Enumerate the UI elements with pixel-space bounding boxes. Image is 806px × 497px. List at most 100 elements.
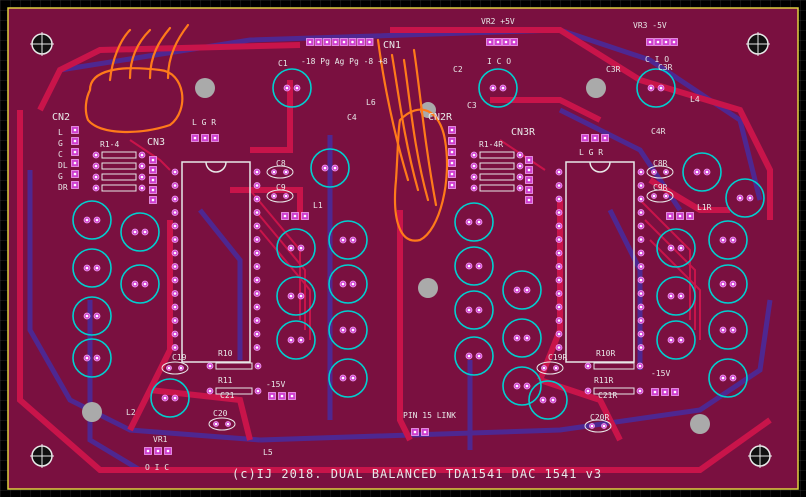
board-credit-text: (c)IJ 2018. DUAL BALANCED TDA1541 DAC 15… [232,467,602,481]
pad-hole [673,390,677,394]
mounting-holes [30,32,772,468]
label-l1: L1 [313,201,323,210]
label-c21: C21 [220,391,235,400]
pad-hole [450,139,454,143]
pad-hole [290,394,294,398]
mounting-hole-top-left [30,32,54,56]
pad-hole [94,164,98,168]
pad-hole [283,214,287,218]
pad-hole [151,158,155,162]
pad-hole [308,40,312,44]
pad-hole [173,170,177,174]
pad-hole [639,211,643,214]
pad-hole [151,188,155,192]
pad-hole [450,128,454,132]
pad-hole [143,282,147,286]
pad-hole [256,389,260,393]
pad-hole [639,224,643,228]
label-c9r: C9R [653,183,668,192]
cn2-pin-label: C [58,150,63,159]
cn2-pin-label: DL [58,161,68,170]
resistor-body [479,162,515,170]
pad-hole [557,346,561,349]
pad-hole [525,384,529,388]
capacitor-outline [120,212,160,252]
pad-hole [95,314,99,318]
pad-hole [491,86,495,90]
capacitor-outline [656,320,696,360]
pad-hole [293,214,297,218]
capacitor-outline [310,148,350,188]
pad-hole [721,282,725,286]
pad-hole [450,172,454,176]
pad-hole [280,394,284,398]
pad-hole [146,449,150,453]
pad-hole [525,336,529,340]
pad-hole [467,308,471,312]
capacitor-outline [272,68,312,108]
pad-hole [323,166,327,170]
pad-hole [477,354,481,358]
pad-hole [255,278,259,282]
label-r1-4: R1-4 [100,140,119,149]
pad-hole [226,422,230,426]
pad-hole [299,246,303,250]
capacitor-outline [276,228,316,268]
pad-hole [472,164,476,168]
label-c21r: C21R [598,391,617,400]
pad-hole [527,198,531,202]
pad-hole [586,389,590,393]
pad-hole [664,194,668,198]
pad-hole [583,136,587,140]
pad-hole [557,211,561,214]
pad-hole [151,168,155,172]
pad-hole [351,40,354,44]
pad-hole [649,86,653,90]
pad-hole [450,150,454,154]
label-cn3: CN3 [147,137,165,148]
resistor-body [479,151,515,159]
pad-hole [669,338,673,342]
small-capacitor-outline [646,165,674,179]
capacitor-outline [328,264,368,304]
small-capacitor-outline [584,419,612,433]
pad-hole [94,153,98,157]
pad-hole [527,168,531,172]
electrolytic-capacitors [72,68,765,420]
pad-hole [173,305,177,309]
small-capacitor-outline [266,189,294,203]
label-l6: L6 [366,98,376,107]
capacitor-outline [276,276,316,316]
label-vr2-pins: I C O [487,57,511,66]
pad-hole [333,166,337,170]
pad-hole [527,188,531,192]
capacitor-outline [478,68,518,108]
label-c3: C3 [467,101,477,110]
capacitor-outline [502,366,542,406]
pad-hole [151,178,155,182]
pad-hole [85,314,89,318]
label-vr1: VR1 [153,435,168,444]
pad-hole [504,40,508,44]
pad-hole [669,246,673,250]
label-c1: C1 [278,59,288,68]
pad-hole [173,332,177,336]
label-vr3-pins: C I O [645,55,669,64]
pad-hole [73,128,77,132]
cn2-pin-label: G [58,172,63,181]
capacitor-outline [328,358,368,398]
header-pads [71,38,694,455]
label-c8: C8 [276,159,286,168]
pad-hole [255,238,259,241]
pad-hole [255,346,259,349]
label-l5: L5 [263,448,273,457]
pad-hole [663,390,667,394]
capacitor-outline [120,264,160,304]
label-c19: C19 [172,353,187,362]
small-capacitor-outline [208,417,236,431]
pad-hole [255,332,259,336]
pad-hole [688,214,692,218]
pad-hole [664,170,668,174]
silkscreen-labels: CN1 -18 Pg Ag Pg -8 +8 CN2 CN2R CN3 L G … [52,17,712,481]
label-c3r: C3R [658,63,673,72]
